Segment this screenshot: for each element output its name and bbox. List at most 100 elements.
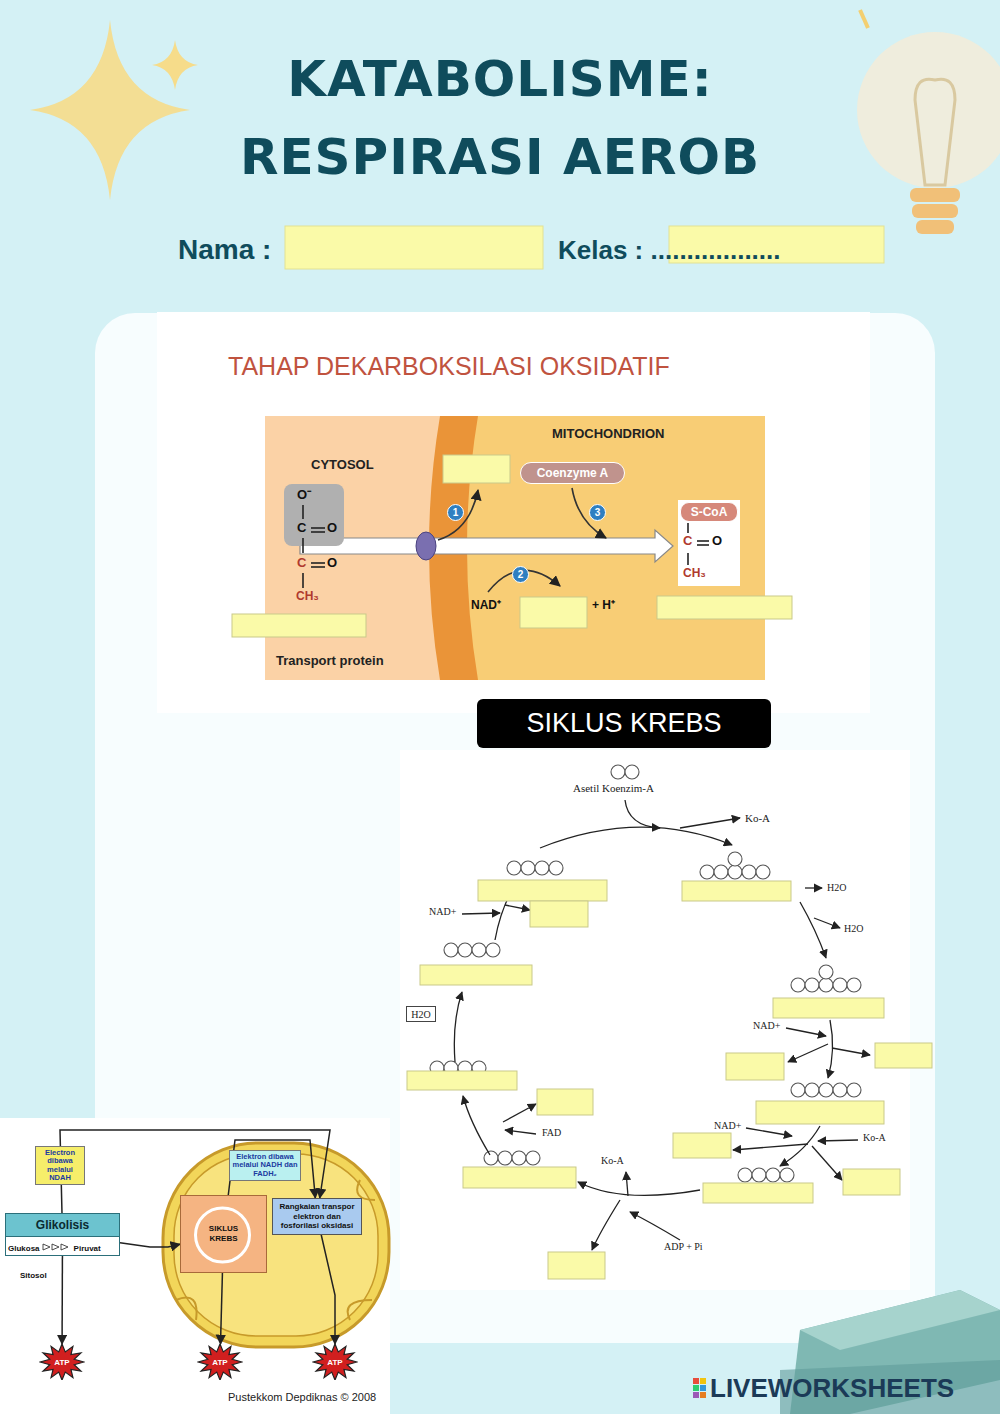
figure-label: Transport protein [276, 654, 384, 669]
cycle-ring [196, 1208, 250, 1262]
node-label: Electron dibawa melalui NDAH [37, 1149, 83, 1182]
overview-figure [0, 1118, 390, 1414]
lightbulb-deco [910, 188, 960, 202]
coenzyme-pill: Coenzyme A [520, 462, 625, 484]
decarboxylation-figure [302, 573, 304, 588]
books-deco [800, 1290, 1000, 1350]
answer-field [773, 998, 884, 1018]
figure-label: MITOCHONDRION [552, 427, 664, 442]
cycle-arrows [788, 1044, 828, 1062]
answer-field [285, 226, 884, 269]
carbon-circles [444, 943, 458, 957]
figure-label: Ko-A [600, 1155, 625, 1167]
carbon-circles [847, 978, 861, 992]
figure-label: O⁻ [297, 488, 311, 503]
cycle-arrows [625, 800, 660, 828]
section-heading: TAHAP DEKARBOKSILASI OKSIDATIF [228, 352, 670, 381]
flow-arrows [42, 1243, 72, 1251]
cycle-arrows [733, 1144, 808, 1150]
decarboxylation-figure [443, 455, 510, 483]
figure-label: NAD+ [713, 1120, 742, 1132]
node-sublabel: Piruvat [74, 1244, 101, 1253]
atp-star: ATP [197, 1344, 243, 1380]
lightbulb-deco [915, 79, 955, 185]
lightbulb-deco [857, 32, 1000, 188]
carbon-circles [486, 943, 500, 957]
form-label: Nama : [178, 234, 271, 266]
carbon-circles [611, 765, 625, 779]
figure-label: CYTOSOL [311, 458, 374, 473]
answer-field [756, 1101, 884, 1124]
carbon-circles [752, 1168, 766, 1182]
carbon-circles [833, 978, 847, 992]
carbon-circles [512, 1151, 526, 1165]
answer-field [478, 880, 607, 901]
star-burst [313, 1344, 357, 1380]
decarboxylation-figure [520, 597, 587, 628]
watermark-logo [693, 1385, 699, 1391]
figure-caption: Pustekkom Depdiknas © 2008 [228, 1391, 376, 1404]
carbon-circles [498, 1151, 512, 1165]
flow-arrows [52, 1244, 59, 1250]
figure-label: H2O [843, 923, 864, 935]
decarboxylation-figure [300, 530, 673, 562]
carbon-circles [791, 1083, 805, 1097]
decarboxylation-figure [416, 532, 436, 560]
overview-figure [0, 1118, 390, 1414]
carbon-circles [728, 852, 742, 866]
node-label: Glikolisis [6, 1214, 119, 1237]
cycle-arrows [503, 1104, 536, 1122]
cycle-arrows [680, 818, 740, 828]
carbon-circles [791, 978, 805, 992]
cycle-arrows [592, 1200, 620, 1250]
figure-label: C [297, 556, 306, 571]
lightbulb-deco [857, 32, 1000, 234]
carbon-circles [833, 1083, 847, 1097]
figure-label: NAD+ [428, 906, 457, 918]
carbon-circles [738, 1168, 752, 1182]
cycle-arrows [812, 1146, 842, 1180]
cycle-arrows [505, 1130, 536, 1134]
carbon-circles [766, 1168, 780, 1182]
decarboxylation-figure [303, 505, 325, 588]
decarboxylation-figure [678, 500, 740, 586]
carbon-circles [756, 865, 770, 879]
cycle-arrows [454, 800, 870, 1250]
decarboxylation-figure [311, 527, 325, 529]
sparkle-deco [860, 10, 868, 28]
cycle-arrows [832, 1048, 870, 1055]
node-label: ATP [327, 1358, 342, 1367]
node-label: 3 [595, 507, 601, 518]
star-burst [198, 1344, 242, 1380]
decarboxylation-figure [157, 312, 870, 713]
node-label: SIKLUS KREBS [199, 1224, 248, 1243]
carbon-circles [819, 1083, 833, 1097]
cycle-arrows [746, 1128, 792, 1136]
decarboxylation-figure [232, 614, 366, 637]
cycle-arrows [814, 918, 840, 928]
decarboxylation-figure [284, 484, 344, 546]
figure-label: Ko-A [862, 1132, 887, 1144]
figure-label: Asetil Koenzim-A [572, 782, 655, 795]
carbon-circles [484, 1151, 498, 1165]
carbon-circles [535, 861, 549, 875]
carbon-circles [700, 865, 714, 879]
decarboxylation-figure [302, 538, 304, 553]
watermark-logo [693, 1378, 699, 1384]
page-title: KATABOLISME: RESPIRASI AEROB [200, 40, 800, 196]
decarboxylation-figure [697, 540, 709, 542]
figure-label: H2O [826, 882, 847, 894]
carbon-circles [805, 978, 819, 992]
figure-label: Ko-A [744, 812, 771, 825]
flow-arrow [61, 1256, 63, 1344]
figure-label: FAD [541, 1127, 562, 1139]
figure-label: C [683, 534, 692, 549]
cycle-arrows [818, 1140, 858, 1141]
carbon-circles [521, 861, 535, 875]
sparkle-deco [30, 10, 868, 200]
figure-label: O [327, 521, 337, 536]
krebs-cycle-figure [400, 750, 910, 1290]
watermark-logo [700, 1378, 706, 1384]
answer-field [703, 1183, 813, 1203]
